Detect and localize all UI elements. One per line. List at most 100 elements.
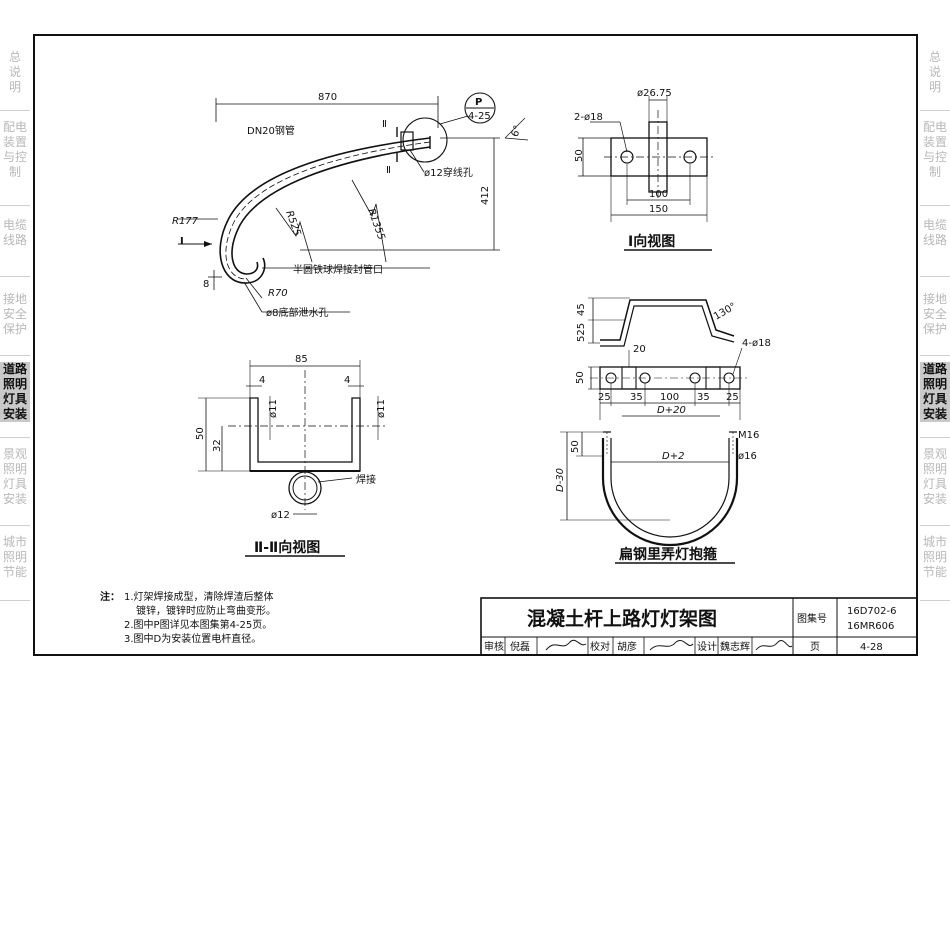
- side-tab-line: 说: [928, 65, 941, 79]
- view-ii-title: Ⅱ-Ⅱ向视图: [254, 539, 320, 556]
- right-tab-5[interactable]: 景观照明灯具安装: [920, 447, 950, 507]
- wire-hole-label: ø12穿线孔: [424, 166, 473, 179]
- side-tab-line: 照明: [2, 462, 27, 476]
- holes-4-18: 4-ø18: [742, 338, 771, 349]
- side-tab-line: 说: [8, 65, 21, 79]
- notes: 注： 1.灯架焊接成型，清除焊渣后整体 镀锌，镀锌时应防止弯曲变形。 2.图中P…: [100, 590, 276, 645]
- dim-11-left: ø11: [268, 399, 279, 418]
- right-tab-0[interactable]: 总说明: [920, 50, 950, 95]
- tab-divider: [920, 525, 950, 526]
- tab-divider: [0, 276, 30, 277]
- tab-divider: [0, 205, 30, 206]
- clamp-title: 扁钢里弄灯抱箍: [619, 546, 717, 563]
- side-tab-line: 灯具: [2, 392, 27, 406]
- right-tab-4[interactable]: 道路照明灯具安装: [920, 362, 950, 422]
- side-tab-line: 照明: [2, 377, 27, 391]
- left-tab-0[interactable]: 总说明: [0, 50, 30, 95]
- angle-130: 130°: [712, 301, 738, 323]
- view-i-title: Ⅰ向视图: [628, 233, 675, 250]
- side-tab-line: 电缆: [922, 218, 947, 232]
- tab-divider: [920, 110, 950, 111]
- right-tab-6[interactable]: 城市照明节能: [920, 535, 950, 580]
- side-tab-line: 道路: [922, 362, 947, 376]
- side-tab-line: 线路: [922, 233, 947, 247]
- tab-divider: [920, 276, 950, 277]
- right-tab-2[interactable]: 电缆线路: [920, 218, 950, 248]
- drain-hole-label: ø8底部泄水孔: [266, 306, 328, 319]
- side-tab-line: 灯具: [922, 477, 947, 491]
- side-tab-line: 景观: [922, 447, 947, 461]
- side-tab-line: 安全: [922, 307, 947, 321]
- left-tab-1[interactable]: 配电装置与控制: [0, 120, 30, 180]
- side-tab-line: 城市: [922, 535, 947, 549]
- dim-d-plus-20: D+20: [657, 405, 686, 416]
- side-tab-line: 节能: [2, 565, 27, 579]
- dim-870: 870: [318, 92, 337, 103]
- dim-4-left: 4: [259, 375, 265, 386]
- view-i-drawing: [578, 96, 716, 251]
- side-tab-line: 配电: [922, 120, 947, 134]
- review-label: 审核: [484, 640, 504, 653]
- side-tab-line: 保护: [922, 322, 947, 336]
- note-1a: 1.灯架焊接成型，清除焊渣后整体: [124, 590, 274, 603]
- dim-50-clamp: 50: [575, 371, 586, 384]
- side-tab-line: 照明: [2, 550, 27, 564]
- left-tab-4[interactable]: 道路照明灯具安装: [0, 362, 30, 422]
- dim-16: ø16: [738, 451, 757, 462]
- side-tab-line: 装置: [922, 135, 947, 149]
- dim-85: 85: [295, 354, 308, 365]
- tab-divider: [0, 437, 30, 438]
- side-tab-line: 照明: [922, 462, 947, 476]
- dim-50: 50: [574, 149, 585, 162]
- check-label: 校对: [590, 640, 610, 653]
- left-tab-6[interactable]: 城市照明节能: [0, 535, 30, 580]
- checker-name: 胡彦: [617, 640, 637, 653]
- dim-25-left: 25: [598, 392, 611, 403]
- title-block: [480, 597, 918, 656]
- side-tab-line: 景观: [2, 447, 27, 461]
- holes-2-18: 2-ø18: [574, 112, 603, 123]
- drawing-frame: [33, 34, 918, 656]
- weld-label: 焊接: [356, 473, 376, 486]
- side-tab-line: 安装: [922, 492, 947, 506]
- dim-412: 412: [480, 186, 491, 205]
- side-tab-line: 节能: [922, 565, 947, 579]
- left-tab-5[interactable]: 景观照明灯具安装: [0, 447, 30, 507]
- side-tab-line: 与控: [922, 150, 947, 164]
- left-tab-3[interactable]: 接地安全保护: [0, 292, 30, 337]
- section-mark-top: Ⅱ: [382, 119, 387, 130]
- dim-100: 100: [649, 189, 668, 200]
- dim-4-right: 4: [344, 375, 350, 386]
- side-tab-line: 明: [8, 80, 21, 94]
- detail-ref-page: 4-25: [468, 111, 491, 122]
- left-tab-2[interactable]: 电缆线路: [0, 218, 30, 248]
- side-tab-line: 安全: [2, 307, 27, 321]
- radius-70: R70: [268, 288, 288, 299]
- side-tab-line: 总: [928, 50, 941, 64]
- atlas-no-label: 图集号: [797, 612, 827, 625]
- side-tab-line: 照明: [922, 550, 947, 564]
- atlas-no-2: 16MR606: [847, 621, 894, 632]
- radius-177: R177: [172, 216, 199, 227]
- side-tab-line: 总: [8, 50, 21, 64]
- ball-seal-label: 半圆铁球焊接封管口: [293, 263, 383, 276]
- side-tab-line: 灯具: [922, 392, 947, 406]
- right-tab-3[interactable]: 接地安全保护: [920, 292, 950, 337]
- view-i-mark: Ⅰ: [180, 236, 184, 247]
- pipe-label: DN20钢管: [247, 124, 295, 137]
- radius-525: R525: [283, 209, 302, 237]
- side-tab-line: 城市: [2, 535, 27, 549]
- side-tab-line: 配电: [2, 120, 27, 134]
- page-label: 页: [810, 641, 820, 653]
- bracket-elevation: [178, 92, 529, 313]
- dim-12: ø12: [271, 510, 290, 521]
- tab-divider: [0, 355, 30, 356]
- side-tab-line: 制: [928, 165, 941, 179]
- dim-20: 20: [633, 344, 646, 355]
- thread-m16: M16: [738, 430, 759, 441]
- right-tab-1[interactable]: 配电装置与控制: [920, 120, 950, 180]
- note-1b: 镀锌，镀锌时应防止弯曲变形。: [136, 604, 276, 617]
- reviewer-name: 倪磊: [510, 641, 530, 653]
- dim-45: 45: [576, 303, 587, 316]
- side-tab-line: 灯具: [2, 477, 27, 491]
